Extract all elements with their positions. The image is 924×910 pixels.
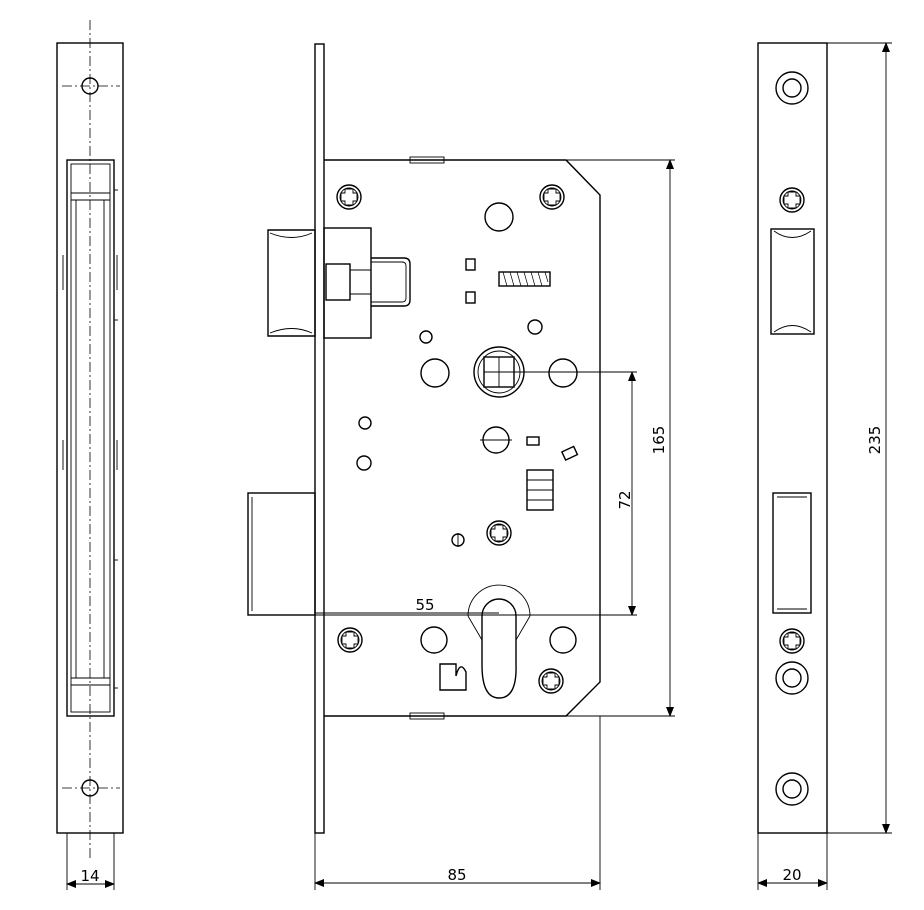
front-view: 55 72 165 85 <box>247 43 675 890</box>
front-faceplate <box>314 43 325 834</box>
small-hole-icon <box>419 330 433 344</box>
dim-label-side-width: 14 <box>80 867 99 885</box>
faceplate <box>757 42 828 834</box>
hole-left-icon <box>420 358 450 388</box>
screw-middle-icon <box>486 520 512 546</box>
faceplate-top-hole-icon <box>775 71 809 105</box>
latch-bolt <box>267 227 411 339</box>
screw-bottom-left-icon <box>337 627 363 653</box>
faceplate-deadbolt-opening <box>772 492 812 614</box>
small-hole-icon <box>527 319 543 335</box>
cylinder-cutout <box>481 598 517 699</box>
screw-bottom-right-icon <box>538 668 564 694</box>
lock-body <box>324 159 601 717</box>
faceplate-cylinder-hole-icon <box>775 661 809 695</box>
side-bottom-hole-icon <box>81 779 99 797</box>
faceplate-top-screw-icon <box>779 187 805 213</box>
dim-label-faceplate-height: 235 <box>866 426 884 455</box>
spring-icon <box>498 271 551 287</box>
screw-top-right-icon <box>539 184 565 210</box>
dim-label-faceplate-width: 20 <box>782 866 801 884</box>
hole-right-icon <box>548 358 578 388</box>
faceplate-bottom-screw-icon <box>779 628 805 654</box>
hole-top-icon <box>484 202 514 232</box>
side-lock-case <box>66 159 115 717</box>
faceplate-latch-opening <box>770 228 815 335</box>
small-hole-icon <box>358 416 372 430</box>
hole-bottom-left-icon <box>420 626 448 654</box>
small-hole-icon <box>356 455 372 471</box>
dim-label-backset: 55 <box>415 596 434 614</box>
faceplate-bottom-hole-icon <box>775 772 809 806</box>
dim-label-center-distance: 72 <box>616 490 634 509</box>
cam-lever <box>439 663 467 691</box>
screw-top-left-icon <box>336 184 362 210</box>
dead-bolt <box>247 492 316 616</box>
side-view: 14 <box>56 20 124 890</box>
faceplate-view: 235 20 <box>757 42 892 890</box>
hole-bottom-right-icon <box>549 626 577 654</box>
dim-label-body-width: 85 <box>447 866 466 884</box>
dim-label-body-height: 165 <box>650 426 668 455</box>
side-top-hole-icon <box>81 77 99 95</box>
